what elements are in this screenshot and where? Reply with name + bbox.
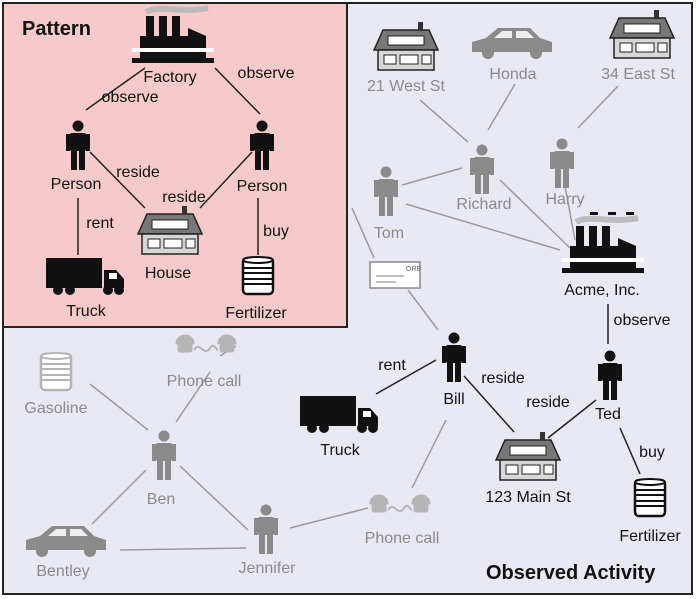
edge-harry-acme [564, 185, 576, 241]
edge-bill-truck [375, 359, 437, 395]
house-icon-21west [373, 21, 439, 71]
node-label-phone-call-top: Phone call [166, 373, 242, 390]
pattern-person-left-label: Person [50, 176, 102, 193]
edge-label-reside-ted: reside [526, 394, 570, 411]
pattern-edges [77, 67, 261, 255]
edge-check-bill [407, 289, 439, 331]
node-label-honda: Honda [489, 66, 537, 83]
node-label-richard: Richard [456, 196, 512, 213]
pattern-person-right-label: Person [236, 178, 288, 195]
observed-activity-title: Observed Activity [486, 562, 656, 584]
edge-34east-harry [577, 85, 619, 129]
gasoline-barrel-icon [39, 351, 73, 392]
node-label-tom: Tom [373, 225, 405, 242]
node-label-phone-call-bottom: Phone call [364, 530, 440, 547]
node-label-123main: 123 Main St [485, 489, 571, 506]
pattern-title: Pattern [22, 18, 91, 40]
edge-ben-jennifer [179, 465, 249, 531]
edge-label-buy: buy [639, 444, 665, 461]
edge-richard-acme [499, 179, 571, 249]
pattern-edge-reside-left: reside [116, 164, 160, 181]
node-label-bill: Bill [443, 391, 465, 408]
node-label-jennifer: Jennifer [238, 560, 296, 577]
car-icon-honda [472, 28, 552, 59]
fertilizer-barrel-icon-pattern [241, 255, 275, 296]
pattern-edge-observe-left: observe [101, 89, 159, 106]
fertilizer-barrel-icon-observed [633, 477, 667, 518]
person-icon-richard [470, 144, 494, 194]
edge-phone-bill [411, 419, 447, 489]
node-label-21west: 21 West St [367, 78, 445, 95]
edge-honda-richard [487, 83, 516, 131]
person-icon-jennifer [254, 504, 278, 554]
edge-tom-check [351, 207, 375, 259]
pattern-factory-label: Factory [143, 69, 197, 86]
edge-ted-fertilizer [619, 427, 641, 475]
pattern-truck-label: Truck [66, 303, 106, 320]
house-icon-34east [609, 9, 675, 59]
edge-bentley-jennifer [119, 547, 247, 551]
person-icon-harry [550, 138, 574, 188]
person-icon-ted [598, 350, 622, 400]
node-label-34east: 34 East St [601, 66, 675, 83]
edge-label-observe: observe [613, 312, 671, 329]
person-icon-bill [442, 332, 466, 382]
edge-ted-house [547, 399, 597, 439]
node-label-gasoline: Gasoline [24, 400, 88, 417]
house-icon-123main [495, 431, 561, 481]
edge-ben-bentley [91, 469, 147, 525]
edge-21west-richard [419, 99, 469, 143]
node-label-acme: Acme, Inc. [564, 282, 640, 299]
check-text: ORB [406, 266, 422, 273]
pattern-house-label: House [144, 265, 192, 282]
edge-tom-richard [401, 167, 463, 186]
check-icon: ORB [369, 261, 422, 289]
node-label-harry: Harry [545, 191, 585, 208]
edge-person-left-house [89, 151, 146, 209]
acme-dashes [590, 212, 634, 215]
observed-edges [89, 83, 619, 551]
phone-icon-top [175, 334, 237, 353]
person-icon-tom [374, 166, 398, 216]
edge-phone-ben [175, 371, 211, 423]
edge-label-reside-bill: reside [481, 370, 525, 387]
edge-factory-person-left [85, 67, 146, 111]
phone-icon-bottom [369, 494, 431, 513]
car-icon-bentley [26, 526, 106, 557]
person-icon-left [66, 120, 90, 170]
pattern-fertilizer-label: Fertilizer [225, 305, 287, 322]
pattern-edge-reside-right: reside [162, 189, 206, 206]
person-icon-ben [152, 430, 176, 480]
edge-factory-person-right [214, 67, 261, 115]
factory-icon-acme [562, 218, 644, 273]
edge-jennifer-phone [289, 507, 369, 529]
edge-person-right-house [199, 151, 253, 209]
edge-bill-house [463, 375, 515, 433]
edge-gasoline-ben [89, 383, 149, 431]
factory-icon [132, 8, 214, 63]
truck-icon-observed [300, 396, 378, 433]
pattern-edge-observe-right: observe [237, 65, 295, 82]
pattern-edge-rent: rent [86, 215, 114, 232]
node-label-ted: Ted [595, 406, 621, 423]
edge-tom-acme [405, 203, 561, 251]
pattern-edge-buy: buy [263, 223, 289, 240]
node-label-truck: Truck [320, 442, 360, 459]
node-label-bentley: Bentley [36, 563, 90, 580]
truck-icon-pattern [46, 258, 124, 295]
edge-label-rent: rent [378, 357, 406, 374]
house-icon-pattern [137, 205, 203, 255]
node-label-fertilizer: Fertilizer [619, 528, 681, 545]
node-label-ben: Ben [146, 491, 176, 508]
observed-active-edges [375, 304, 641, 475]
person-icon-right [250, 120, 274, 170]
